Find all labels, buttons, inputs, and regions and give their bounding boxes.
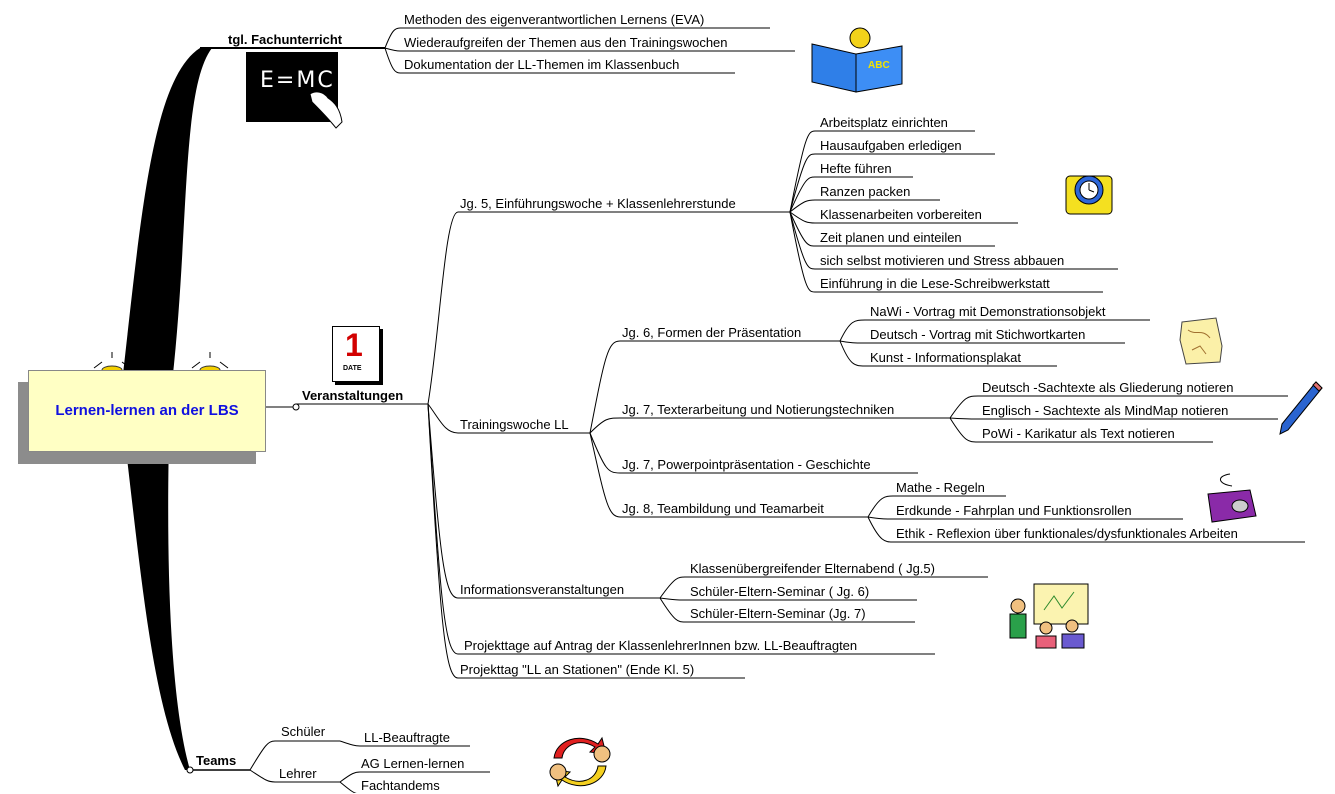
teams-schueler[interactable]: Schüler	[281, 724, 326, 739]
chalkboard-icon: E=MC	[246, 52, 343, 129]
chalkboard-text: E=MC	[260, 68, 335, 93]
branch-fachunterricht[interactable]: tgl. Fachunterricht	[228, 32, 343, 47]
book-text: ABC	[868, 60, 890, 71]
jg8-item-2[interactable]: Erdkunde - Fahrplan und Funktionsrollen	[896, 503, 1132, 518]
calendar-icon: 1 DATE	[332, 326, 380, 382]
central-title: Lernen-lernen an der LBS	[55, 402, 239, 419]
jg5-item-2[interactable]: Hausaufgaben erledigen	[820, 138, 962, 153]
info-item-2[interactable]: Schüler-Eltern-Seminar ( Jg. 6)	[690, 584, 870, 599]
jg6-item-3[interactable]: Kunst - Informationsplakat	[870, 350, 1022, 365]
jg8-node[interactable]: Jg. 8, Teambildung und Teamarbeit	[622, 501, 824, 516]
fach-item-1[interactable]: Methoden des eigenverantwortlichen Lerne…	[404, 12, 705, 27]
branch-veranstaltungen[interactable]: Veranstaltungen	[302, 388, 404, 403]
jg8-item-3[interactable]: Ethik - Reflexion über funktionales/dysf…	[896, 526, 1238, 541]
jg6-item-1[interactable]: NaWi - Vortrag mit Demonstrationsobjekt	[870, 304, 1106, 319]
computer-mouse-icon	[1207, 473, 1257, 523]
book-reader-icon: ABC	[811, 27, 903, 93]
jg8-item-1[interactable]: Mathe - Regeln	[896, 480, 985, 495]
branch-teams[interactable]: Teams	[196, 753, 237, 768]
treasure-map-icon	[1179, 317, 1223, 365]
jg7b-node[interactable]: Jg. 7, Powerpointpräsentation - Geschich…	[622, 457, 871, 472]
lehrer-item-1[interactable]: AG Lernen-lernen	[361, 756, 465, 771]
jg6-item-2[interactable]: Deutsch - Vortrag mit Stichwortkarten	[870, 327, 1086, 342]
jg7a-node[interactable]: Jg. 7, Texterarbeitung und Notierungstec…	[622, 402, 895, 417]
jg7a-item-1[interactable]: Deutsch -Sachtexte als Gliederung notier…	[982, 380, 1234, 395]
info-item-1[interactable]: Klassenübergreifender Elternabend ( Jg.5…	[690, 561, 935, 576]
calendar-number: 1	[345, 327, 363, 363]
info-node[interactable]: Informationsveranstaltungen	[460, 582, 625, 597]
projekttage-node[interactable]: Projekttage auf Antrag der Klassenlehrer…	[464, 638, 858, 653]
jg5-item-5[interactable]: Klassenarbeiten vorbereiten	[820, 207, 982, 222]
jg7a-item-2[interactable]: Englisch - Sachtexte als MindMap notiere…	[982, 403, 1229, 418]
jg7a-item-3[interactable]: PoWi - Karikatur als Text notieren	[982, 426, 1175, 441]
lehrer-item-2[interactable]: Fachtandems	[361, 778, 440, 793]
central-node[interactable]: Lernen-lernen an der LBS	[28, 370, 266, 452]
fach-item-3[interactable]: Dokumentation der LL-Themen im Klassenbu…	[404, 57, 680, 72]
training-node[interactable]: Trainingswoche LL	[460, 417, 569, 432]
jg5-node[interactable]: Jg. 5, Einführungswoche + Klassenlehrers…	[460, 196, 736, 211]
clock-icon	[1065, 175, 1113, 215]
jg6-node[interactable]: Jg. 6, Formen der Präsentation	[622, 325, 802, 340]
jg5-item-3[interactable]: Hefte führen	[820, 161, 892, 176]
pencil-icon	[1279, 381, 1323, 435]
schueler-item-1[interactable]: LL-Beauftragte	[364, 730, 451, 745]
jg5-item-1[interactable]: Arbeitsplatz einrichten	[820, 115, 948, 130]
jg5-item-8[interactable]: Einführung in die Lese-Schreibwerkstatt	[820, 276, 1050, 291]
teams-lehrer[interactable]: Lehrer	[279, 766, 317, 781]
classroom-presentation-icon	[1009, 583, 1089, 649]
info-item-3[interactable]: Schüler-Eltern-Seminar (Jg. 7)	[690, 606, 866, 621]
calendar-subtext: DATE	[343, 365, 362, 372]
jg5-item-6[interactable]: Zeit planen und einteilen	[820, 230, 962, 245]
jg5-item-7[interactable]: sich selbst motivieren und Stress abbaue…	[820, 253, 1065, 268]
projekttag-node[interactable]: Projekttag "LL an Stationen" (Ende Kl. 5…	[460, 662, 695, 677]
fach-item-2[interactable]: Wiederaufgreifen der Themen aus den Trai…	[404, 35, 728, 50]
jg5-item-4[interactable]: Ranzen packen	[820, 184, 911, 199]
team-exchange-icon	[549, 736, 611, 788]
